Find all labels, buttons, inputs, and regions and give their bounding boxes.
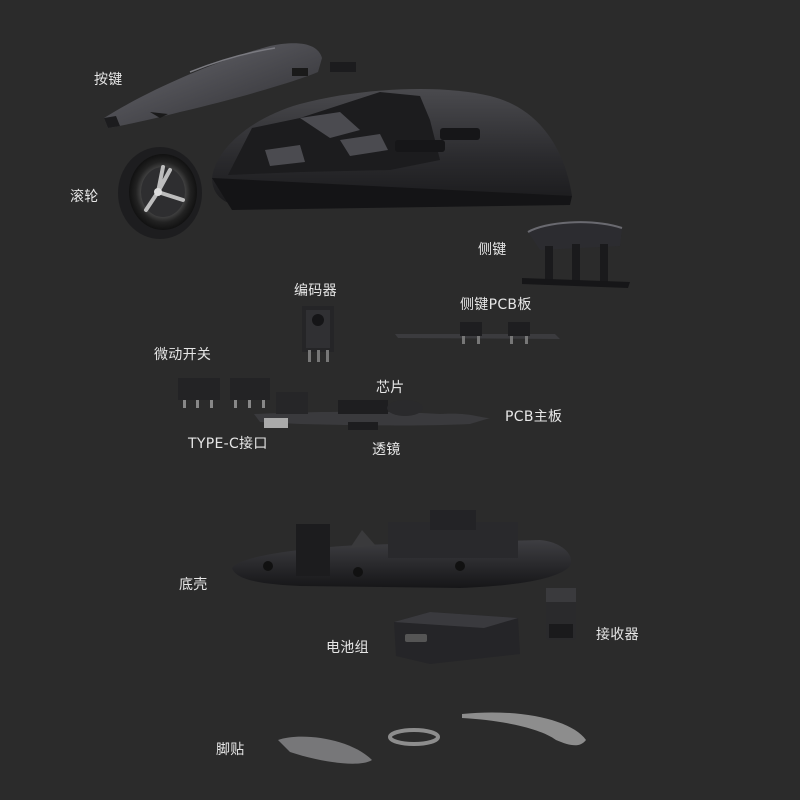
label-battery: 电池组 bbox=[326, 640, 369, 656]
scroll-wheel-part bbox=[118, 147, 202, 239]
label-scroll-wheel: 滚轮 bbox=[70, 189, 99, 205]
micro-switches-part bbox=[178, 378, 270, 408]
main-pcb-part bbox=[254, 392, 490, 430]
label-lens: 透镜 bbox=[372, 442, 401, 458]
label-encoder: 编码器 bbox=[294, 283, 337, 299]
bottom-shell-part bbox=[232, 510, 572, 588]
label-buttons: 按键 bbox=[94, 72, 123, 88]
receiver-part bbox=[546, 588, 576, 640]
label-side-buttons: 侧键 bbox=[478, 242, 507, 258]
encoder-part bbox=[302, 306, 334, 362]
label-chip: 芯片 bbox=[376, 380, 405, 396]
side-buttons-part bbox=[522, 221, 630, 288]
label-side-pcb: 侧键PCB板 bbox=[460, 297, 532, 313]
label-typec-port: TYPE-C接口 bbox=[188, 436, 268, 452]
feet-part bbox=[278, 712, 586, 764]
side-pcb-part bbox=[395, 322, 560, 344]
battery-pack-part bbox=[394, 612, 520, 664]
label-feet: 脚贴 bbox=[216, 742, 245, 758]
label-bottom-shell: 底壳 bbox=[179, 577, 208, 593]
top-shell-part bbox=[212, 89, 572, 210]
label-receiver: 接收器 bbox=[596, 627, 639, 643]
label-main-pcb: PCB主板 bbox=[505, 409, 563, 425]
label-micro-switch: 微动开关 bbox=[154, 347, 212, 363]
button-cover-part bbox=[104, 43, 356, 128]
